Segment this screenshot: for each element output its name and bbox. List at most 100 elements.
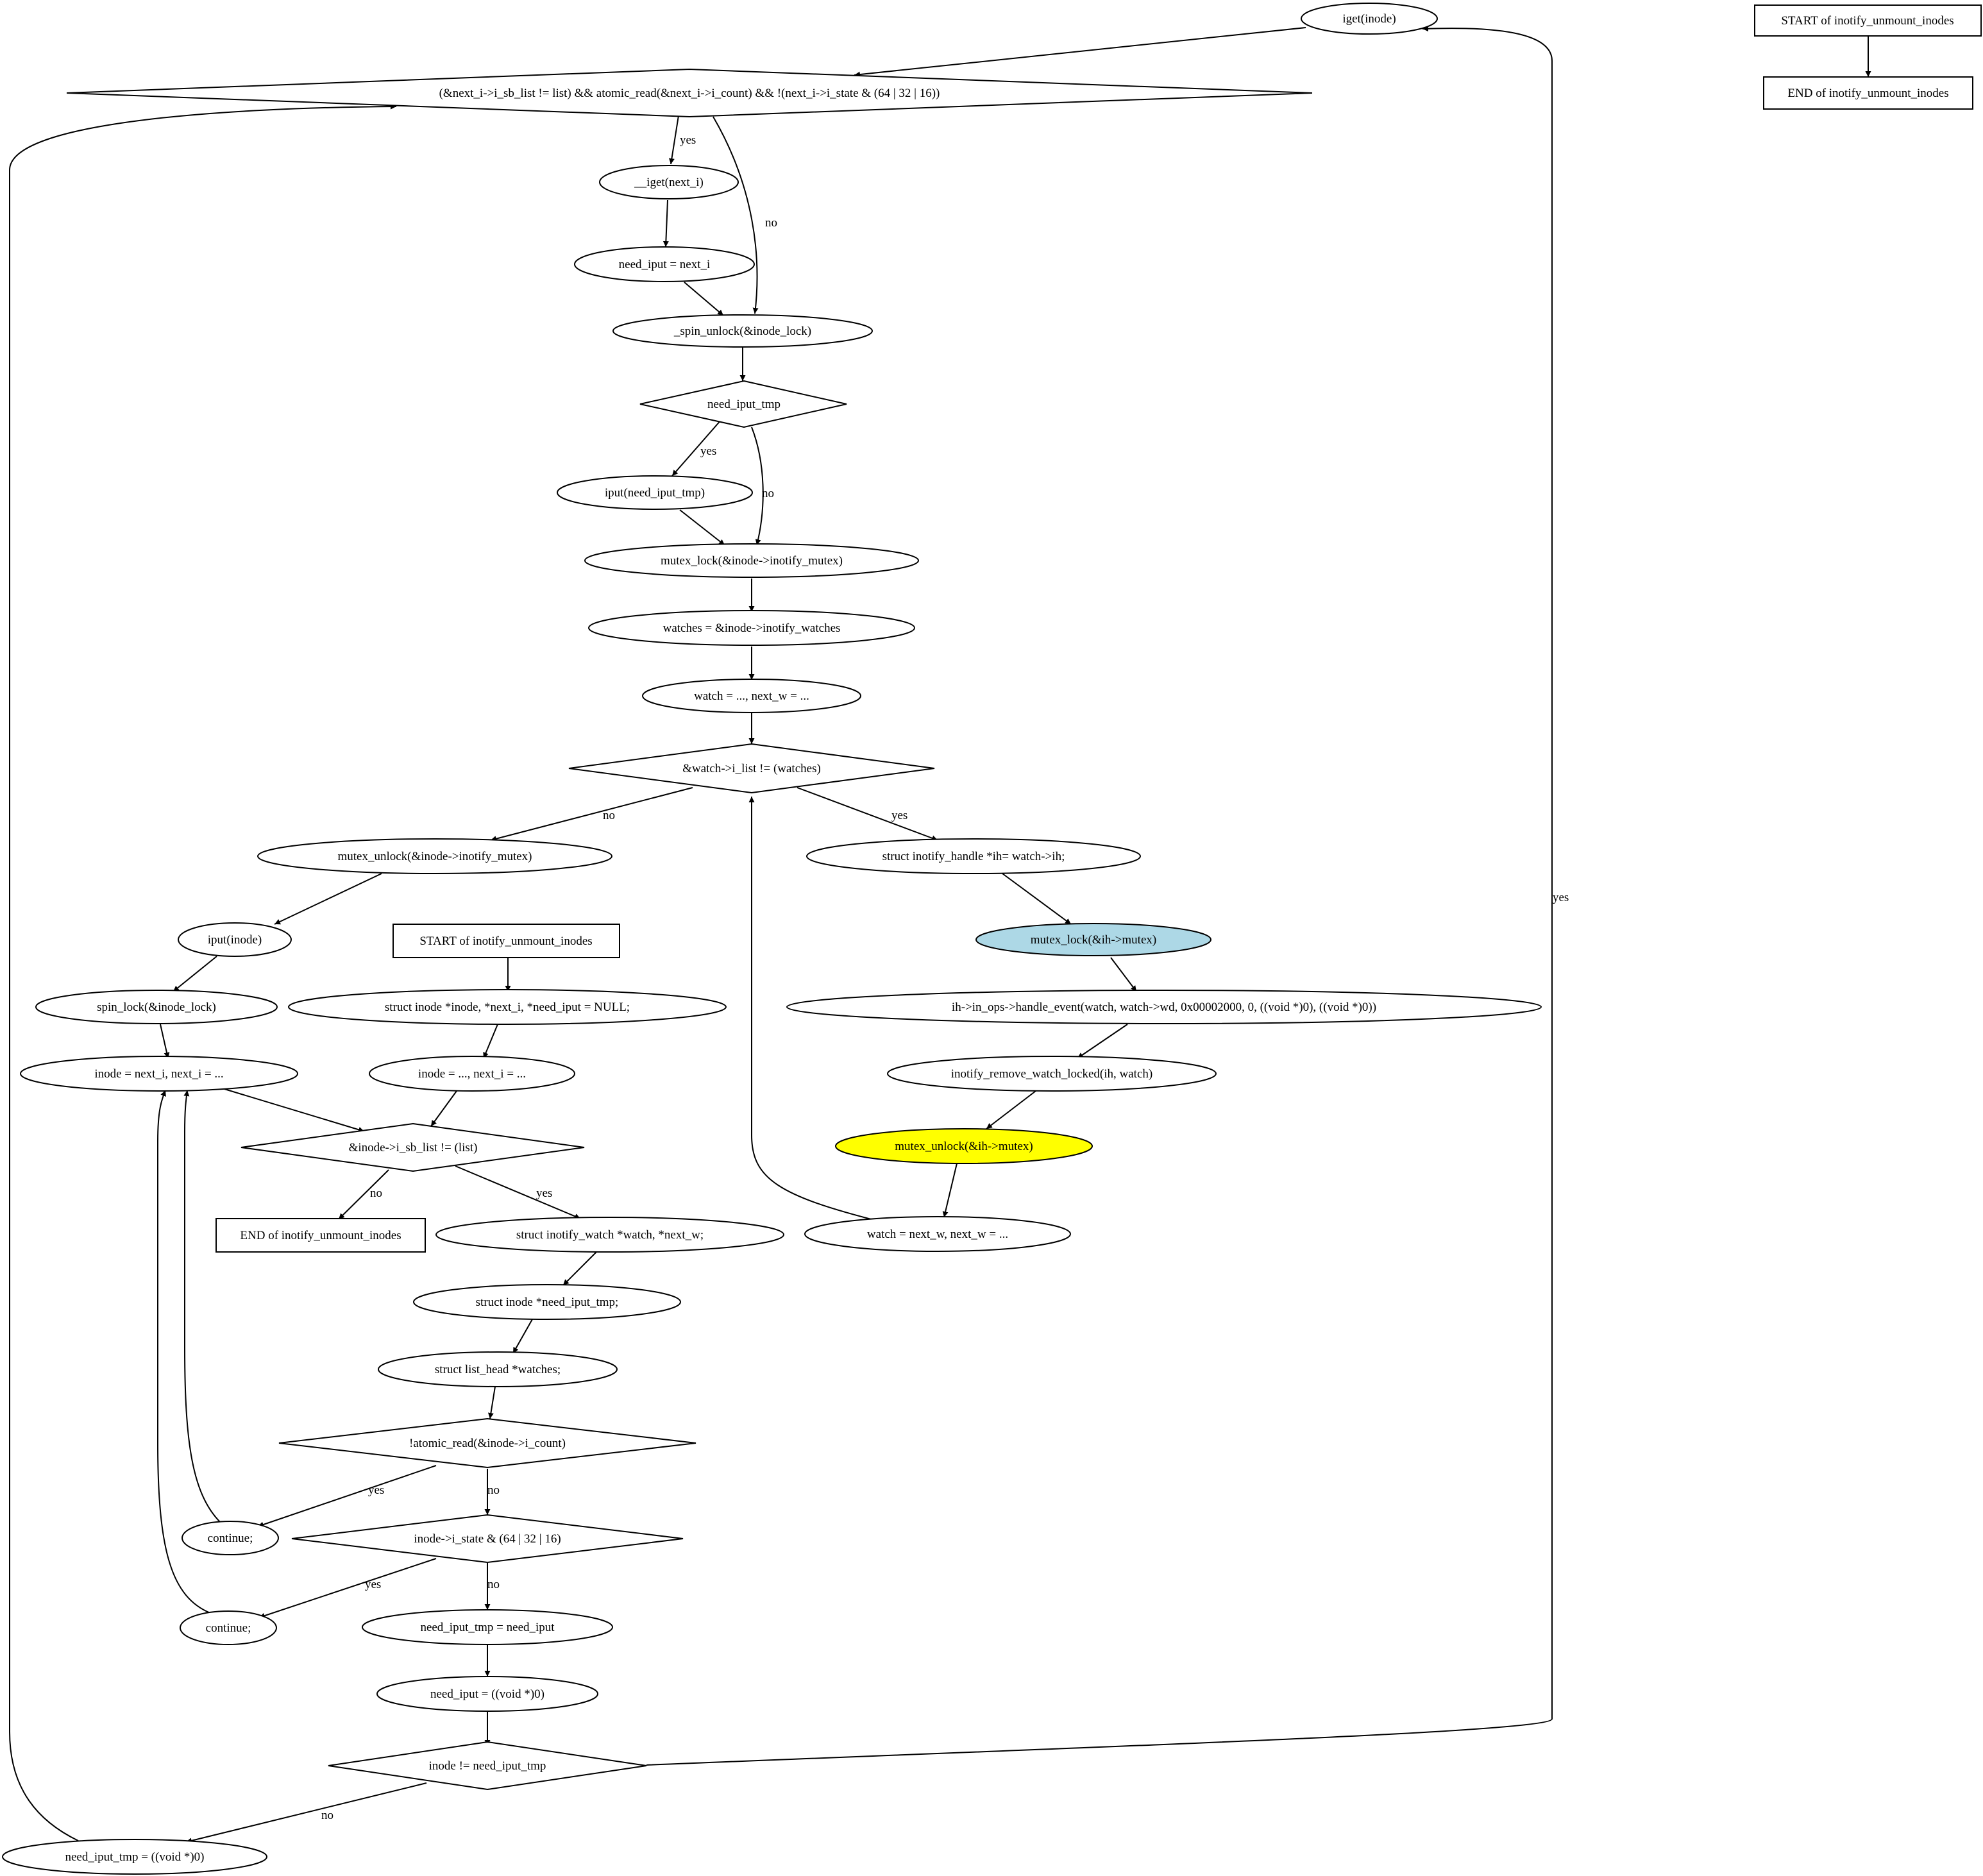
node-cond-i-count-label: !atomic_read(&inode->i_count) — [409, 1437, 566, 1450]
node-mutex-lock-inode — [584, 543, 919, 578]
node-spin-unlock — [612, 314, 873, 348]
node-need-iput-next — [574, 246, 755, 282]
node-tmp-null — [2, 1839, 267, 1875]
edge-cond-next-yes — [668, 111, 680, 165]
edge-iput-inode-to-spin-lock — [173, 956, 217, 992]
node-spin-lock — [35, 990, 278, 1024]
edge-watch-next-to-cond-watch — [748, 797, 882, 1222]
node-decl-watches-label: struct list_head *watches; — [435, 1363, 561, 1376]
node-spin-unlock-label: _spin_unlock(&inode_lock) — [673, 325, 811, 338]
edge-cond-need-no — [751, 427, 764, 546]
node-cond-i-count — [278, 1417, 696, 1469]
node-start-right-label: START of inotify_unmount_inodes — [1781, 14, 1953, 28]
node-inode-init-label: inode = ..., next_i = ... — [418, 1067, 526, 1081]
node-iget-inode-label: iget(inode) — [1342, 12, 1396, 26]
edge-handle-event-to-remove-watch — [1077, 1024, 1128, 1059]
node-iget-next-label: __iget(next_i) — [634, 176, 704, 189]
node-watch-next — [804, 1216, 1071, 1252]
edge-mutex-lock-ih-to-handle-event — [1110, 957, 1137, 992]
node-end-center — [215, 1218, 426, 1253]
edge-inode-next-to-cond-sb — [224, 1088, 365, 1133]
node-tmp-assign-label: need_iput_tmp = need_iput — [420, 1621, 555, 1634]
node-inode-next-label: inode = next_i, next_i = ... — [94, 1067, 223, 1081]
node-need-iput-null-label: need_iput = ((void *)0) — [430, 1687, 544, 1701]
edge-label-no: no — [321, 1809, 333, 1822]
node-remove-watch-label: inotify_remove_watch_locked(ih, watch) — [951, 1067, 1152, 1081]
node-end-right — [1763, 76, 1973, 110]
node-need-iput-next-label: need_iput = next_i — [619, 258, 711, 271]
node-iget-inode — [1301, 3, 1438, 35]
edge-label-no: no — [765, 216, 777, 230]
node-cond-watch-list — [568, 743, 935, 794]
node-decl-watch — [435, 1217, 784, 1253]
node-watches-assign — [588, 610, 915, 646]
edge-decl-watches-to-cond-count — [487, 1386, 496, 1419]
node-continue-1-label: continue; — [208, 1532, 253, 1545]
edge-labels: yes no yes no no yes yes no yes yes no y… — [321, 133, 1569, 1822]
edge-label-yes: yes — [700, 444, 716, 458]
edge-continue-1-to-inode-next — [183, 1090, 221, 1523]
node-decl-inode — [288, 989, 727, 1025]
edge-cond-watch-no — [490, 787, 693, 842]
node-continue-2-label: continue; — [206, 1621, 251, 1635]
node-cond-need-iput-tmp — [639, 380, 847, 428]
edge-label-no: no — [762, 487, 774, 500]
node-tmp-assign — [362, 1609, 613, 1645]
edge-decl-inode-to-inode-init — [483, 1024, 498, 1059]
node-cond-i-state — [291, 1514, 684, 1564]
edge-label-no: no — [487, 1578, 500, 1591]
node-continue-2 — [180, 1610, 277, 1645]
edge-label-yes: yes — [368, 1483, 384, 1497]
edge-spin-lock-to-inode-next — [160, 1024, 170, 1059]
edge-label-no: no — [603, 809, 615, 822]
node-continue-1 — [181, 1521, 279, 1555]
edge-label-yes: yes — [536, 1187, 552, 1200]
edge-mutex-unlock-to-iput-inode — [274, 873, 382, 925]
nodes: iget(inode) START of inotify_unmount_ino… — [2, 3, 1982, 1875]
node-need-iput-null — [376, 1676, 598, 1712]
edge-label-yes: yes — [1553, 891, 1569, 904]
node-cond-inode-ne-tmp — [328, 1741, 647, 1791]
edge-label-no: no — [370, 1187, 382, 1200]
node-iput-inode-label: iput(inode) — [208, 933, 262, 947]
node-iput-need-tmp — [557, 475, 753, 510]
edge-cond-count-yes — [257, 1465, 437, 1528]
node-mutex-unlock-ih-label: mutex_unlock(&ih->mutex) — [895, 1140, 1033, 1153]
edge-continue-2-to-inode-next — [157, 1090, 211, 1614]
node-start-center-label: START of inotify_unmount_inodes — [419, 934, 592, 948]
edge-label-yes: yes — [680, 133, 696, 147]
edge-cond-need-yes — [671, 419, 722, 477]
node-mutex-unlock-ih — [835, 1128, 1093, 1164]
node-remove-watch — [887, 1056, 1217, 1092]
node-end-right-label: END of inotify_unmount_inodes — [1787, 87, 1948, 100]
node-spin-lock-label: spin_lock(&inode_lock) — [97, 1001, 216, 1014]
node-end-center-label: END of inotify_unmount_inodes — [240, 1229, 401, 1242]
edge-label-yes: yes — [891, 809, 907, 822]
node-watch-next-label: watch = next_w, next_w = ... — [867, 1228, 1008, 1241]
node-iget-next — [599, 165, 739, 199]
node-decl-need-iput-tmp — [413, 1284, 681, 1320]
node-mutex-lock-ih-label: mutex_lock(&ih->mutex) — [1031, 933, 1156, 947]
node-decl-need-iput-tmp-label: struct inode *need_iput_tmp; — [476, 1296, 619, 1309]
edge-cond-sb-yes — [455, 1165, 581, 1219]
edge-mutex-unlock-ih-to-watch-next — [942, 1163, 958, 1218]
node-cond-watch-list-label: &watch->i_list != (watches) — [682, 762, 821, 775]
edge-decl-watch-to-decl-tmp — [562, 1251, 597, 1286]
node-cond-inode-ne-tmp-label: inode != need_iput_tmp — [429, 1759, 546, 1773]
edge-cond-ne-no — [185, 1782, 427, 1844]
node-mutex-unlock-inode-label: mutex_unlock(&inode->inotify_mutex) — [337, 850, 532, 863]
edge-decl-tmp-to-decl-watches — [512, 1319, 533, 1354]
edge-need-iput-to-spin-unlock — [684, 282, 724, 316]
node-iput-inode — [178, 922, 292, 957]
node-mutex-unlock-inode — [257, 838, 612, 874]
edge-label-no: no — [487, 1483, 500, 1497]
edge-label-yes: yes — [365, 1578, 381, 1591]
node-inode-init — [369, 1056, 575, 1092]
edge-iget-next-to-need-iput — [662, 199, 669, 248]
node-cond-next-i — [66, 68, 1313, 118]
node-watch-init — [642, 679, 861, 713]
node-watches-assign-label: watches = &inode->inotify_watches — [663, 621, 841, 635]
node-cond-next-i-label: (&next_i->i_sb_list != list) && atomic_r… — [439, 87, 940, 100]
node-cond-sb-list-label: &inode->i_sb_list != (list) — [349, 1141, 478, 1154]
